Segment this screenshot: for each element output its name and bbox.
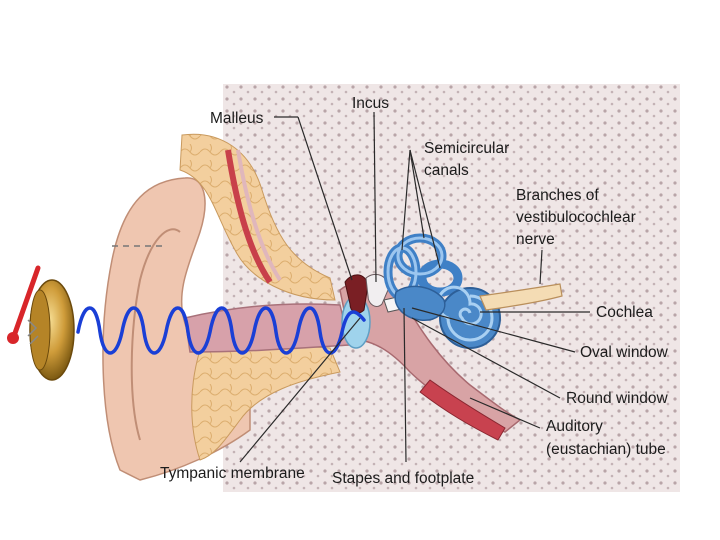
leader-oval-window — [411, 307, 576, 353]
leader-semicircular-3 — [409, 149, 441, 269]
leader-semicircular-2 — [409, 149, 425, 239]
pinna-fold — [130, 228, 181, 441]
leader-stapes — [403, 307, 407, 463]
label-malleus: Malleus — [210, 110, 264, 127]
leader-tympanic — [239, 317, 361, 463]
vessel-strip-2 — [236, 149, 282, 282]
vestibulocochlear-nerve — [479, 283, 563, 311]
cartilage-upper — [179, 133, 336, 301]
sound-wave — [76, 306, 366, 355]
mallet-head — [7, 332, 19, 344]
auditory-tube-shape — [419, 379, 506, 441]
vibration-lines — [27, 319, 39, 345]
leader-round-window — [411, 317, 561, 399]
label-stapes-footplate: Stapes and footplate — [332, 470, 474, 487]
label-branches-line1: Branches of — [516, 187, 599, 204]
label-branches-line2: vestibulocochlear — [516, 209, 636, 226]
leader-semicircular-1 — [401, 149, 411, 251]
label-cochlea: Cochlea — [596, 304, 653, 321]
label-semicircular-line2: canals — [424, 162, 469, 179]
leader-malleus-2 — [297, 116, 353, 281]
cymbal-sound-source — [7, 265, 75, 381]
label-auditory-line1: Auditory — [546, 418, 603, 435]
label-tympanic-membrane: Tympanic membrane — [160, 465, 305, 482]
anatomy-illustration — [102, 84, 680, 492]
vessel-strip — [225, 149, 273, 284]
mallet-stick — [11, 265, 41, 339]
label-semicircular-line1: Semicircular — [424, 140, 509, 157]
label-branches-line3: nerve — [516, 231, 555, 248]
malleus-bone — [344, 274, 369, 314]
label-incus: Incus — [352, 95, 389, 112]
cymbal-rim — [29, 289, 51, 371]
leader-lines — [239, 111, 590, 463]
leader-branches — [539, 249, 543, 285]
label-oval-window: Oval window — [580, 344, 669, 361]
label-round-window: Round window — [566, 390, 668, 407]
label-auditory-line2: (eustachian) tube — [546, 441, 666, 458]
incus-bone — [365, 274, 389, 307]
leader-auditory — [469, 397, 541, 429]
leader-incus — [373, 111, 377, 283]
